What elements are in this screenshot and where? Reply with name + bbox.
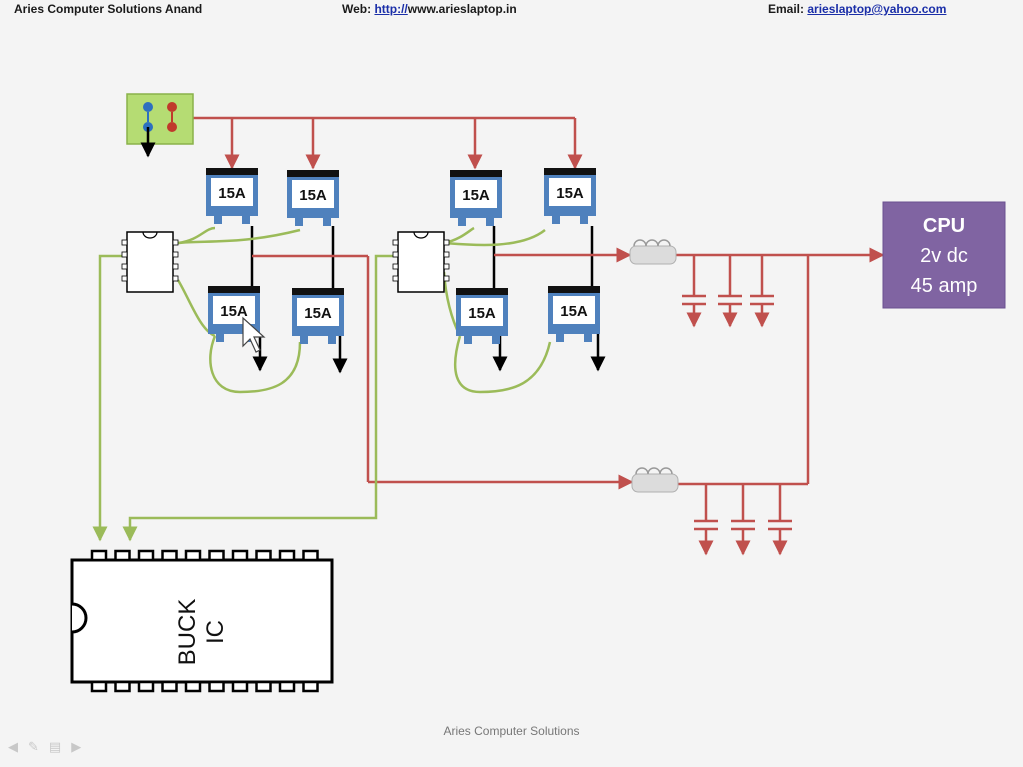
mosfet-rating: 15A <box>468 305 496 322</box>
buck-ic-label-line2: IC <box>202 620 229 644</box>
ic-pin <box>255 549 272 562</box>
company-name: Aries Computer Solutions Anand <box>14 2 203 16</box>
ic-pin <box>208 549 225 562</box>
pen-icon[interactable]: ✎ <box>28 740 39 755</box>
mosfet: 15A <box>544 168 596 224</box>
mosfet: 15A <box>456 288 508 344</box>
ic-pin <box>231 549 249 562</box>
ic-pin <box>302 549 319 562</box>
arrow-left-icon[interactable]: ◀ <box>8 740 18 755</box>
ic-pin <box>137 549 155 562</box>
ic-pin <box>278 680 296 693</box>
mosfet: 15A <box>208 286 260 342</box>
web-link[interactable]: http:// <box>374 2 408 16</box>
email-info: Email: arieslaptop@yahoo.com <box>768 2 946 16</box>
ic-pin <box>278 549 296 562</box>
ic-pin <box>114 680 131 693</box>
buck-ic-label-line1: BUCK <box>174 599 201 666</box>
web-info: Web: http://www.arieslaptop.in <box>342 2 517 16</box>
driver-ic-right <box>392 231 450 293</box>
output-inductors <box>629 239 679 493</box>
ic-pin <box>302 680 319 693</box>
power-input-bus <box>172 116 583 170</box>
mosfet-rating: 15A <box>560 303 588 320</box>
mosfet-rating: 15A <box>462 187 490 204</box>
email-link[interactable]: arieslaptop@yahoo.com <box>807 2 947 16</box>
mouse-cursor-icon <box>242 316 266 353</box>
cpu-box: CPU 2v dc 45 amp <box>882 201 1006 309</box>
email-label: Email: <box>768 2 805 16</box>
mosfet: 15A <box>548 286 600 342</box>
ic-pin <box>161 549 178 562</box>
ic-pin <box>184 549 202 562</box>
cpu-voltage: 2v dc <box>920 245 968 267</box>
web-address: www.arieslaptop.in <box>407 2 517 16</box>
menu-icon[interactable]: ▤ <box>48 740 62 755</box>
cpu-current: 45 amp <box>911 275 978 297</box>
ic-pin <box>208 680 225 693</box>
mosfet-rating: 15A <box>556 185 584 202</box>
ic-pin <box>137 680 155 693</box>
web-label: Web: <box>342 2 372 16</box>
slide-nav: ◀ ✎ ▤ ▶ <box>8 740 81 755</box>
buck-ic: BUCK IC <box>70 549 334 693</box>
mosfet-rating: 15A <box>304 305 332 322</box>
mosfet: 15A <box>292 288 344 344</box>
mosfet: 15A <box>206 168 258 224</box>
ic-pin <box>184 680 202 693</box>
ic-pin <box>161 680 178 693</box>
ground-lines <box>250 226 606 374</box>
driver-ic-left <box>121 231 179 293</box>
mosfet: 15A <box>287 170 339 226</box>
ic-pin <box>90 549 108 562</box>
ic-pin <box>90 680 108 693</box>
phase-output-wires <box>252 247 885 556</box>
gate-signal-wires <box>92 226 552 542</box>
mosfet-rating: 15A <box>299 187 327 204</box>
ic-pin <box>231 680 249 693</box>
output-capacitors <box>682 294 792 531</box>
mosfet-rating: 15A <box>220 303 248 320</box>
mosfet: 15A <box>450 170 502 226</box>
ic-pin <box>255 680 272 693</box>
mosfet-rating: 15A <box>218 185 246 202</box>
footer-text: Aries Computer Solutions <box>443 724 580 738</box>
page-header: Aries Computer Solutions Anand Web: http… <box>0 0 1023 22</box>
power-connector <box>126 93 194 158</box>
cpu-title: CPU <box>923 215 965 237</box>
arrow-right-icon[interactable]: ▶ <box>71 740 82 755</box>
ic-pin <box>114 549 131 562</box>
